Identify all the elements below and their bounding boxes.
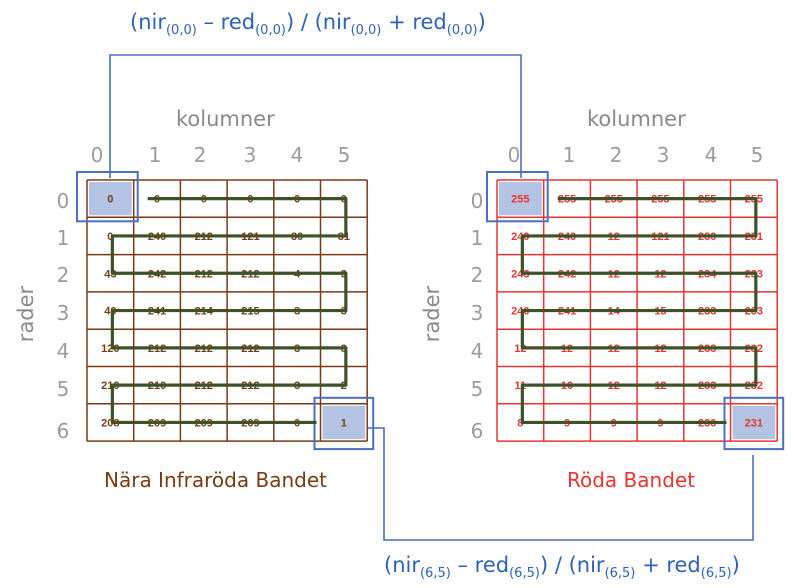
highlight-frame-0-0 bbox=[486, 171, 549, 223]
cell-value: 0 bbox=[107, 194, 113, 206]
connector-top bbox=[109, 54, 522, 178]
row-number: 6 bbox=[56, 419, 70, 443]
column-number: 4 bbox=[704, 143, 718, 167]
row-number: 6 bbox=[470, 419, 484, 443]
row-number: 2 bbox=[470, 263, 484, 287]
column-number: 1 bbox=[148, 143, 162, 167]
cell-value: 0 bbox=[107, 231, 113, 243]
cell-value: 231 bbox=[745, 417, 763, 429]
connector-bottom bbox=[368, 427, 754, 541]
highlight-frame-0-0 bbox=[76, 171, 139, 223]
column-number: 1 bbox=[562, 143, 576, 167]
highlight-cell-6-5 bbox=[732, 405, 776, 440]
scan-path bbox=[520, 197, 758, 425]
row-number: 5 bbox=[470, 377, 484, 401]
scan-path bbox=[110, 197, 348, 425]
cell-value: 11 bbox=[515, 380, 527, 392]
row-number: 3 bbox=[470, 301, 484, 325]
row-number: 5 bbox=[56, 377, 70, 401]
column-axis-title-left: kolumner bbox=[176, 107, 275, 131]
row-number: 2 bbox=[56, 263, 70, 287]
cell-value: 8 bbox=[517, 417, 523, 429]
row-number: 4 bbox=[470, 339, 484, 363]
column-number: 0 bbox=[90, 143, 104, 167]
formula-bottom: (nir(6,5) – red(6,5)) / (nir(6,5) + red(… bbox=[384, 553, 740, 581]
cell-value: 208 bbox=[101, 417, 119, 429]
row-number: 0 bbox=[470, 189, 484, 213]
column-number: 2 bbox=[609, 143, 623, 167]
cell-value: 240 bbox=[511, 231, 529, 243]
column-number: 3 bbox=[243, 143, 257, 167]
highlight-cell-0-0 bbox=[89, 182, 132, 216]
grid-title-red: Röda Bandet bbox=[567, 468, 696, 492]
row-number: 1 bbox=[470, 226, 484, 250]
cell-value: 255 bbox=[511, 194, 529, 206]
column-number: 0 bbox=[507, 143, 521, 167]
column-number: 5 bbox=[750, 143, 764, 167]
cell-value: 210 bbox=[101, 380, 119, 392]
row-number: 1 bbox=[56, 226, 70, 250]
highlight-cell-6-5 bbox=[322, 405, 366, 440]
row-number: 3 bbox=[56, 301, 70, 325]
column-number: 5 bbox=[337, 143, 351, 167]
row-number: 4 bbox=[56, 339, 70, 363]
column-number: 4 bbox=[290, 143, 304, 167]
cell-value: 243 bbox=[511, 268, 529, 280]
grid-title-nir: Nära Infraröda Bandet bbox=[104, 468, 327, 492]
cell-value: 1 bbox=[341, 417, 347, 429]
cell-value: 240 bbox=[511, 306, 529, 318]
column-number: 3 bbox=[656, 143, 670, 167]
column-number: 2 bbox=[193, 143, 207, 167]
row-number: 0 bbox=[56, 189, 70, 213]
highlight-cell-0-0 bbox=[499, 182, 542, 216]
column-axis-title-right: kolumner bbox=[587, 107, 686, 131]
formula-top: (nir(0,0) – red(0,0)) / (nir(0,0) + red(… bbox=[130, 10, 486, 38]
cell-value: 120 bbox=[101, 343, 119, 355]
